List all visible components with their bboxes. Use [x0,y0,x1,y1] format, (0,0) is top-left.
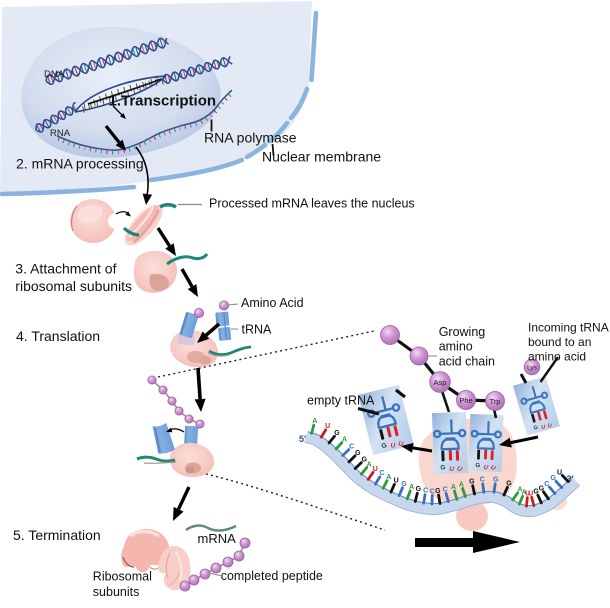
svg-text:G: G [416,486,422,493]
svg-text:U: U [449,466,455,474]
svg-text:G: G [506,480,512,487]
svg-text:A: A [342,437,347,444]
svg-text:completed peptide: completed peptide [221,569,323,583]
svg-text:empty tRNA: empty tRNA [307,394,375,408]
svg-text:5′: 5′ [299,434,306,444]
svg-text:U: U [557,469,562,476]
svg-text:C: C [480,477,485,484]
svg-text:A: A [459,482,464,489]
svg-text:G: G [355,450,361,457]
svg-text:C: C [544,481,549,488]
svg-text:U: U [525,490,530,497]
svg-text:G: G [533,488,539,495]
svg-text:U: U [528,490,533,497]
svg-text:1.Transcription: 1.Transcription [109,93,217,110]
svg-text:G: G [475,463,481,470]
svg-text:G: G [435,488,441,495]
svg-text:U: U [398,440,404,448]
svg-text:Nuclear membrane: Nuclear membrane [262,149,381,165]
svg-text:U: U [390,442,395,449]
svg-text:U: U [541,425,547,431]
svg-text:subunits: subunits [93,585,140,599]
svg-text:amino acid: amino acid [528,350,586,364]
svg-text:Growing: Growing [439,325,486,339]
svg-text:5. Termination: 5. Termination [13,527,101,543]
svg-text:A: A [386,474,391,481]
svg-text:U: U [456,465,463,473]
svg-text:A: A [522,489,527,496]
svg-text:G: G [440,464,446,472]
svg-text:Lys: Lys [527,365,538,372]
svg-text:tRNA: tRNA [242,323,273,337]
svg-text:Amino Acid: Amino Acid [241,296,304,310]
svg-text:Incoming tRNA: Incoming tRNA [528,321,609,335]
svg-text:Ribosomal: Ribosomal [93,570,152,584]
svg-text:A: A [409,484,414,491]
svg-text:U: U [489,465,496,473]
svg-text:C: C [349,444,354,451]
svg-text:U: U [483,465,489,472]
svg-text:U: U [547,423,553,430]
svg-text:4. Translation: 4. Translation [16,328,100,344]
svg-text:3′: 3′ [567,474,574,484]
svg-text:Processed mRNA leaves the nucl: Processed mRNA leaves the nucleus [209,197,415,211]
svg-text:G: G [334,430,340,437]
svg-text:acid chain: acid chain [439,354,495,368]
svg-text:G: G [361,457,367,464]
svg-text:U: U [325,423,330,430]
svg-text:Asp: Asp [434,378,447,387]
svg-text:U: U [373,466,378,473]
svg-text:bound to an: bound to an [528,335,591,349]
svg-text:A: A [451,484,456,491]
svg-text:C: C [430,488,435,495]
svg-text:U: U [394,478,399,485]
svg-text:G: G [550,475,556,482]
svg-text:amino: amino [439,340,473,354]
svg-text:G: G [469,479,475,486]
svg-text:C: C [379,470,384,477]
svg-text:2. mRNA processing: 2. mRNA processing [16,156,144,172]
svg-text:RNA polymase: RNA polymase [204,130,297,146]
svg-text:A: A [312,418,317,425]
svg-text:A: A [517,487,522,494]
svg-text:G: G [533,425,539,432]
svg-text:C: C [423,488,428,495]
svg-text:G: G [381,442,389,450]
svg-text:Phe: Phe [459,396,472,405]
svg-text:RNA: RNA [50,128,71,139]
svg-text:DNA: DNA [44,69,65,80]
svg-text:G: G [493,477,499,484]
svg-text:C: C [443,486,448,493]
svg-text:3. Attachment of: 3. Attachment of [15,261,116,277]
svg-text:Trp: Trp [490,397,501,406]
svg-text:mRNA: mRNA [198,531,237,546]
svg-text:G: G [539,485,545,492]
svg-text:G: G [401,481,407,488]
svg-text:A: A [367,461,372,468]
svg-text:ribosomal subunits: ribosomal subunits [15,278,132,294]
